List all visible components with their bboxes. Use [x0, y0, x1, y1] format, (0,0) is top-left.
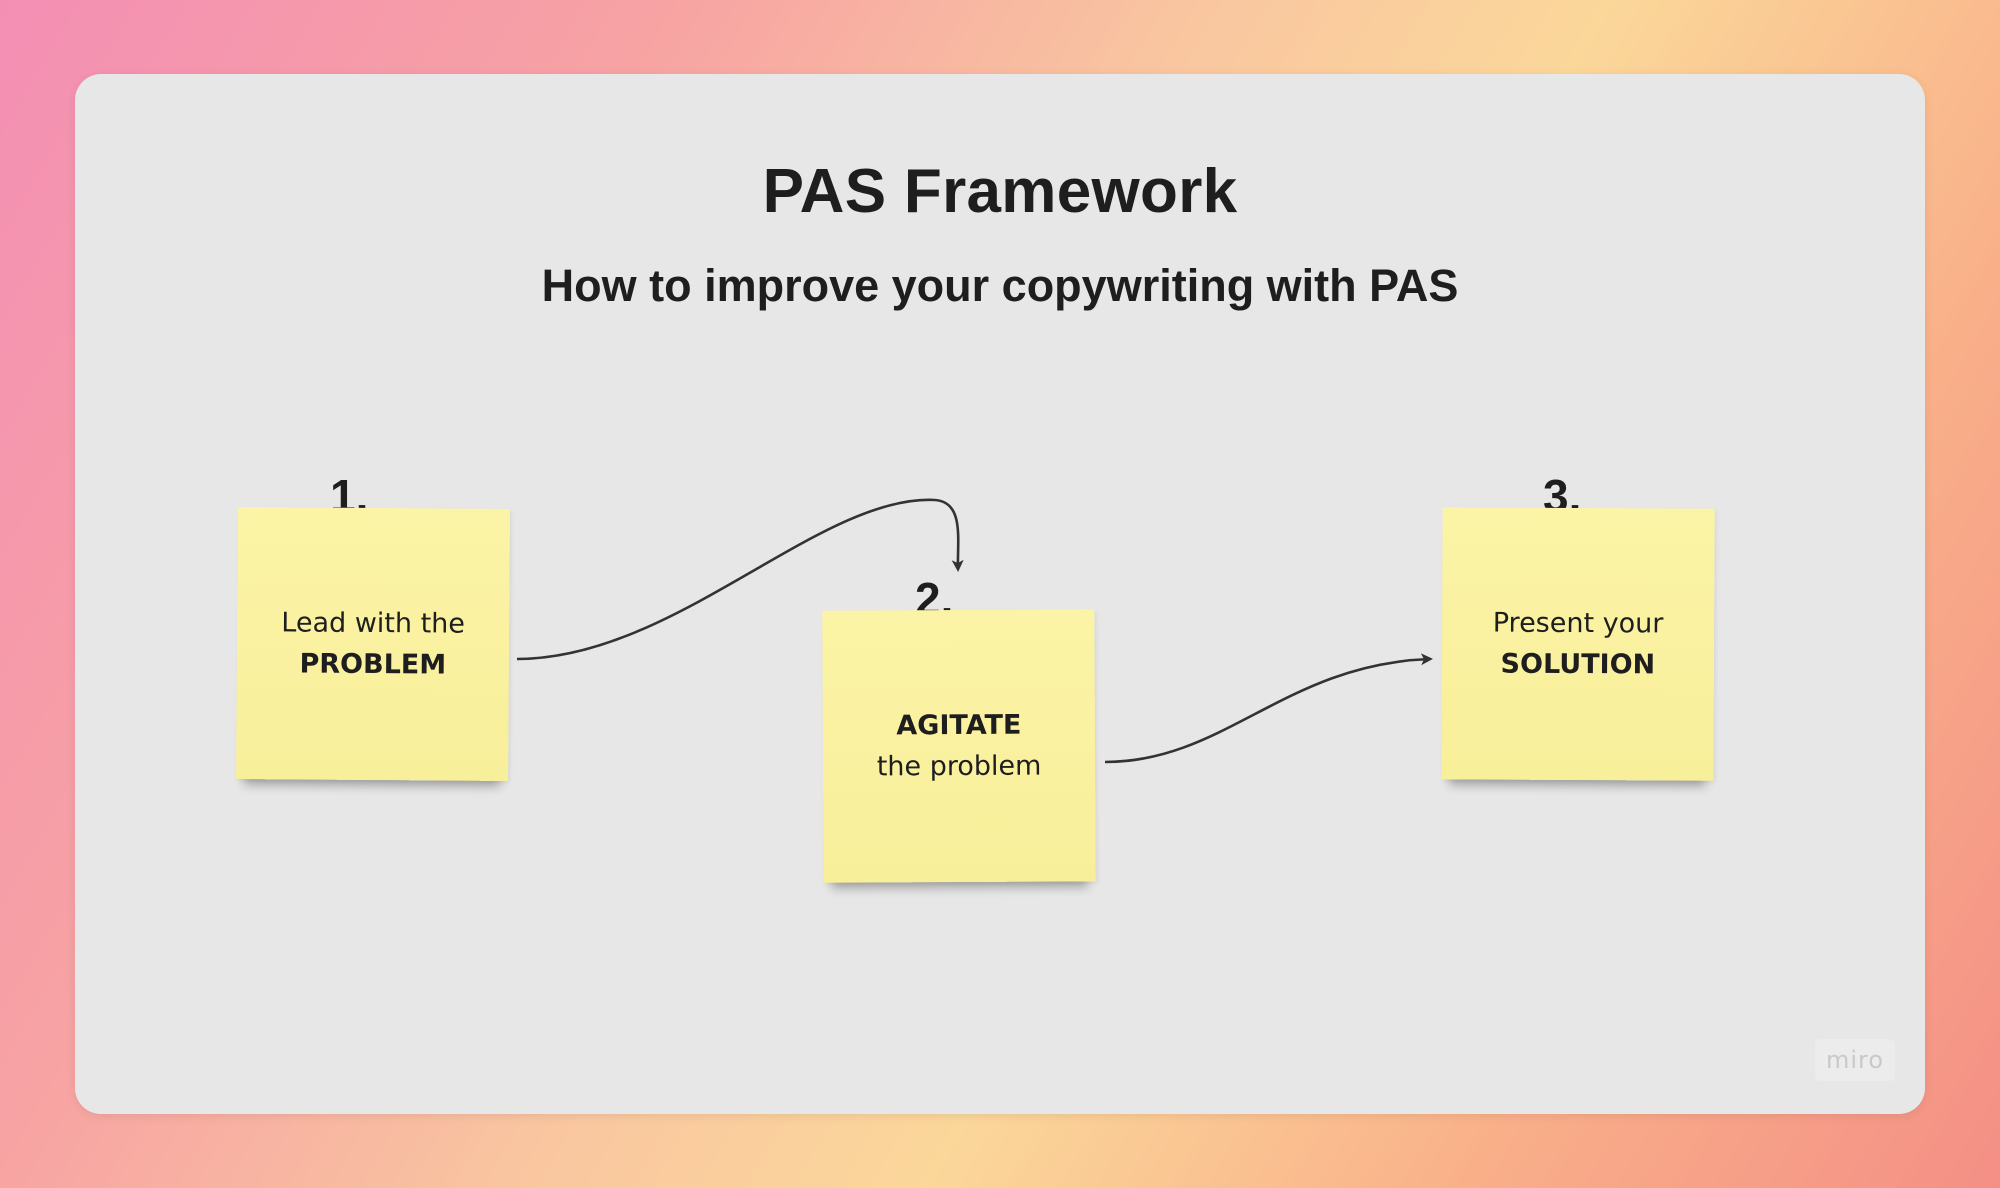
note-problem-line2: PROBLEM: [299, 648, 447, 681]
note-solution-line2: SOLUTION: [1500, 648, 1656, 681]
miro-logo: miro: [1815, 1039, 1895, 1081]
sticky-note-agitate[interactable]: AGITATE the problem: [822, 609, 1096, 883]
board-title: PAS Framework: [762, 157, 1238, 226]
note-solution-line1: Present your: [1492, 607, 1664, 640]
connector-agitate-to-solution[interactable]: [1104, 653, 1433, 764]
note-agitate-line2: the problem: [876, 750, 1042, 783]
sticky-note-problem[interactable]: Lead with the PROBLEM: [236, 507, 510, 781]
whiteboard-canvas[interactable]: PAS Framework How to improve your copywr…: [75, 74, 1925, 1114]
note-agitate-line1: AGITATE: [896, 709, 1022, 742]
sticky-note-solution[interactable]: Present your SOLUTION: [1441, 507, 1715, 781]
board-subtitle: How to improve your copywriting with PAS: [541, 260, 1459, 311]
note-problem-line1: Lead with the: [281, 607, 466, 640]
